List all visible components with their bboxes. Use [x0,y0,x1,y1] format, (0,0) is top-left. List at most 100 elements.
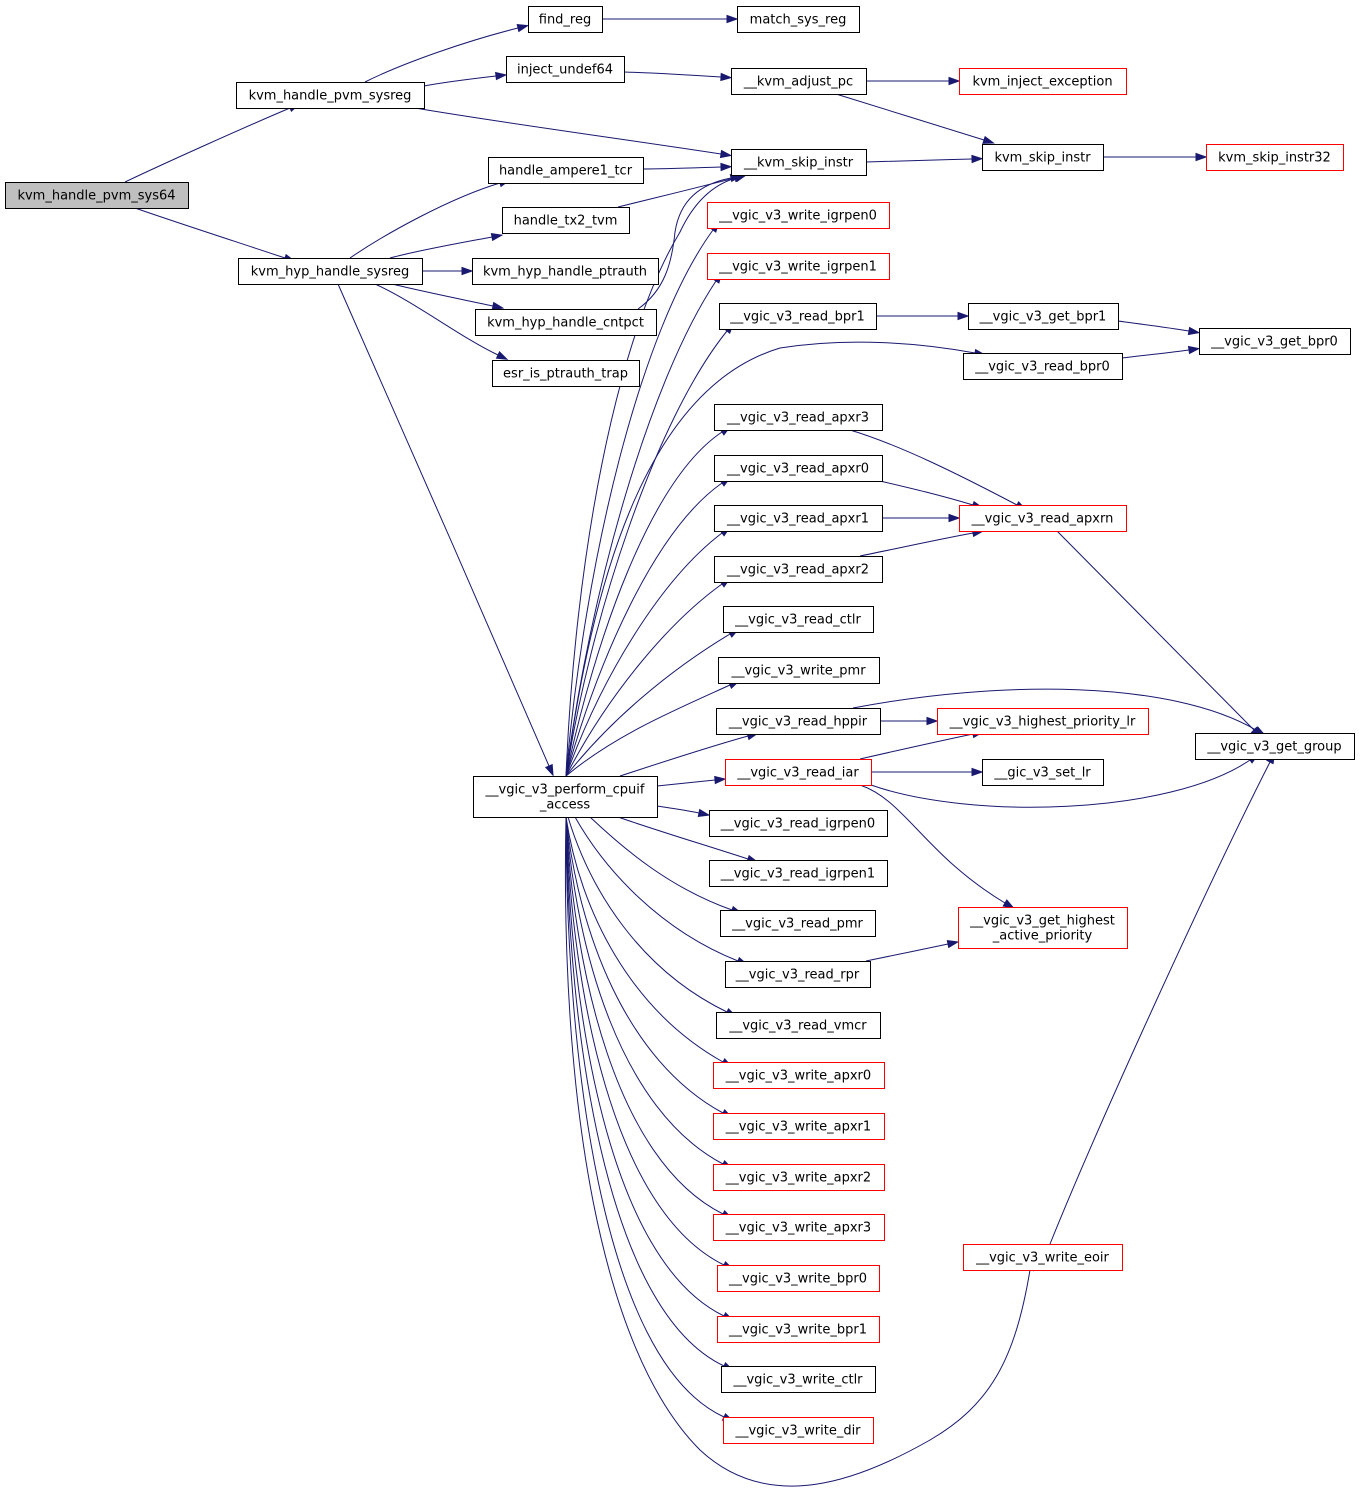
node-vgic-v3-perform-cpuif-access[interactable]: __vgic_v3_perform_cpuif_access [473,776,658,818]
edge-line [574,816,739,962]
node-vgic-v3-read-bpr0[interactable]: __vgic_v3_read_bpr0 [963,353,1123,380]
node-label: __vgic_v3_write_eoir [975,1251,1109,1266]
node-box [488,157,644,184]
call-graph-nodes: kvm_handle_pvm_sys64 kvm_handle_pvm_sysre… [5,6,1355,1444]
node-box [982,144,1104,171]
node-label: __vgic_v3_write_pmr [730,664,866,679]
edge-line [1121,349,1190,359]
arrowhead-icon [948,513,961,523]
node-box [968,303,1119,330]
node-kvm-skip-instr[interactable]: kvm_skip_instr [982,144,1104,171]
node-label: __vgic_v3_read_apxr3 [726,411,869,426]
edge-line [374,283,499,356]
node-label: __vgic_v3_read_igrpen0 [720,817,875,832]
node-vgic-v3-read-pmr[interactable]: __vgic_v3_read_pmr [720,910,876,937]
node-vgic-v3-write-pmr[interactable]: __vgic_v3_write_pmr [718,657,880,684]
edge-vgic_v3_perform_cpuif_access-to-vgic_v3_write_bpr0 [565,816,735,1271]
node-vgic-v3-read-apxrn[interactable]: __vgic_v3_read_apxrn [959,505,1127,532]
node-label: __vgic_v3_read_igrpen1 [720,867,875,882]
node-vgic-v3-get-bpr1[interactable]: __vgic_v3_get_bpr1 [968,303,1119,330]
node-vgic-v3-read-hppir[interactable]: __vgic_v3_read_hppir [716,708,881,735]
node-box [959,68,1127,95]
node-label: __vgic_v3_perform_cpuif [485,783,645,798]
node-label: kvm_hyp_handle_ptrauth [483,265,647,280]
node-kvm-adjust-pc[interactable]: __kvm_adjust_pc [731,68,867,95]
node-find-reg[interactable]: find_reg [528,6,603,33]
edge-vgic_v3_write_eoir-to-vgic_v3_get_group [1049,751,1276,1245]
node-vgic-v3-write-apxr0[interactable]: __vgic_v3_write_apxr0 [713,1062,885,1089]
node-box [717,1316,880,1343]
node-vgic-v3-get-highest-active-priority[interactable]: __vgic_v3_get_highest_active_priority [958,907,1128,949]
node-label: __vgic_v3_get_group [1206,740,1341,755]
node-vgic-v3-read-apxr1[interactable]: __vgic_v3_read_apxr1 [714,505,883,532]
edge-line [656,779,716,787]
edge-vgic_v3_read_bpr1-to-vgic_v3_get_bpr1 [875,311,970,321]
node-vgic-v3-write-bpr0[interactable]: __vgic_v3_write_bpr0 [717,1265,880,1292]
edge-line [1049,761,1271,1245]
edge-line [389,236,493,259]
node-kvm-hyp-handle-ptrauth[interactable]: kvm_hyp_handle_ptrauth [472,258,659,285]
node-handle-ampere1-tcr[interactable]: handle_ampere1_tcr [488,157,644,184]
edge-inject_undef64-to-kvm_adjust_pc [623,71,733,82]
node-box [714,556,883,583]
edge-line [565,816,724,1215]
node-handle-tx2-tvm[interactable]: handle_tx2_tvm [502,207,630,234]
edge-kvm_hyp_handle_sysreg-to-kvm_hyp_handle_ptrauth [421,266,474,276]
arrowhead-icon [1002,899,1015,909]
node-vgic-v3-read-igrpen0[interactable]: __vgic_v3_read_igrpen0 [709,810,888,837]
node-inject-undef64[interactable]: inject_undef64 [506,56,625,83]
node-kvm-hyp-handle-sysreg[interactable]: kvm_hyp_handle_sysreg [238,258,423,285]
node-esr-is-ptrauth-trap[interactable]: esr_is_ptrauth_trap [492,360,640,387]
node-vgic-v3-write-apxr1[interactable]: __vgic_v3_write_apxr1 [713,1113,885,1140]
node-vgic-v3-write-igrpen0[interactable]: __vgic_v3_write_igrpen0 [707,202,890,229]
node-vgic-v3-read-apxr0[interactable]: __vgic_v3_read_apxr0 [714,455,883,482]
node-label: kvm_hyp_handle_sysreg [251,265,409,280]
node-kvm-inject-exception[interactable]: kvm_inject_exception [959,68,1127,95]
node-vgic-v3-highest-priority-lr[interactable]: __vgic_v3_highest_priority_lr [937,708,1149,735]
node-vgic-v3-read-igrpen1[interactable]: __vgic_v3_read_igrpen1 [709,860,888,887]
node-vgic-v3-read-ctlr[interactable]: __vgic_v3_read_ctlr [723,606,874,633]
arrowhead-icon [957,311,970,321]
node-vgic-v3-write-apxr3[interactable]: __vgic_v3_write_apxr3 [713,1214,885,1241]
node-vgic-v3-read-bpr1[interactable]: __vgic_v3_read_bpr1 [719,303,877,330]
node-kvm-hyp-handle-cntpct[interactable]: kvm_hyp_handle_cntpct [475,309,657,336]
edge-vgic_v3_perform_cpuif_access-to-vgic_v3_write_apxr2 [565,816,734,1170]
node-vgic-v3-read-apxr2[interactable]: __vgic_v3_read_apxr2 [714,556,883,583]
node-label: __vgic_v3_read_pmr [731,917,863,932]
node-gic-v3-set-lr[interactable]: __gic_v3_set_lr [982,759,1104,786]
node-label: __gic_v3_set_lr [993,766,1091,781]
edge-line [637,177,732,310]
node-vgic-v3-write-eoir[interactable]: __vgic_v3_write_eoir [963,1244,1123,1271]
node-box [528,6,603,33]
node-vgic-v3-read-vmcr[interactable]: __vgic_v3_read_vmcr [716,1012,881,1039]
edge-line [565,816,724,1063]
node-kvm-handle-pvm-sys64[interactable]: kvm_handle_pvm_sys64 [5,182,189,209]
node-kvm-skip-instr-inner[interactable]: __kvm_skip_instr [731,149,867,176]
edge-line [565,431,723,777]
node-kvm-handle-pvm-sysreg[interactable]: kvm_handle_pvm_sysreg [236,82,425,109]
node-match-sys-reg[interactable]: match_sys_reg [737,6,860,33]
edge-kvm_handle_pvm_sys64-to-kvm_hyp_handle_sysreg [134,207,296,262]
edge-vgic_v3_get_bpr1-to-vgic_v3_get_bpr0 [1117,320,1201,336]
node-vgic-v3-write-dir[interactable]: __vgic_v3_write_dir [723,1417,874,1444]
node-vgic-v3-write-igrpen1[interactable]: __vgic_v3_write_igrpen1 [707,253,890,280]
node-vgic-v3-write-ctlr[interactable]: __vgic_v3_write_ctlr [721,1366,876,1393]
edge-vgic_v3_perform_cpuif_access-to-vgic_v3_read_rpr [574,816,749,966]
node-vgic-v3-write-apxr2[interactable]: __vgic_v3_write_apxr2 [713,1164,885,1191]
node-vgic-v3-get-group[interactable]: __vgic_v3_get_group [1195,733,1355,760]
node-vgic-v3-write-bpr1[interactable]: __vgic_v3_write_bpr1 [717,1316,880,1343]
node-box [492,360,640,387]
arrowhead-icon [946,940,960,949]
node-label: __vgic_v3_write_apxr0 [725,1069,871,1084]
edge-find_reg-to-match_sys_reg [602,14,739,24]
node-vgic-v3-read-rpr[interactable]: __vgic_v3_read_rpr [725,961,871,988]
node-vgic-v3-get-bpr0[interactable]: __vgic_v3_get_bpr0 [1199,328,1351,355]
edge-vgic_v3_perform_cpuif_access-to-vgic_v3_read_igrpen0 [656,805,711,817]
node-kvm-skip-instr32[interactable]: kvm_skip_instr32 [1206,144,1344,171]
node-vgic-v3-read-iar[interactable]: __vgic_v3_read_iar [725,759,872,786]
node-vgic-v3-read-apxr3[interactable]: __vgic_v3_read_apxr3 [714,404,883,431]
node-box [716,1012,881,1039]
edge-kvm_hyp_handle_sysreg-to-esr_is_ptrauth_trap [374,283,509,360]
node-label: handle_tx2_tvm [514,214,618,229]
edge-line [565,816,725,1367]
